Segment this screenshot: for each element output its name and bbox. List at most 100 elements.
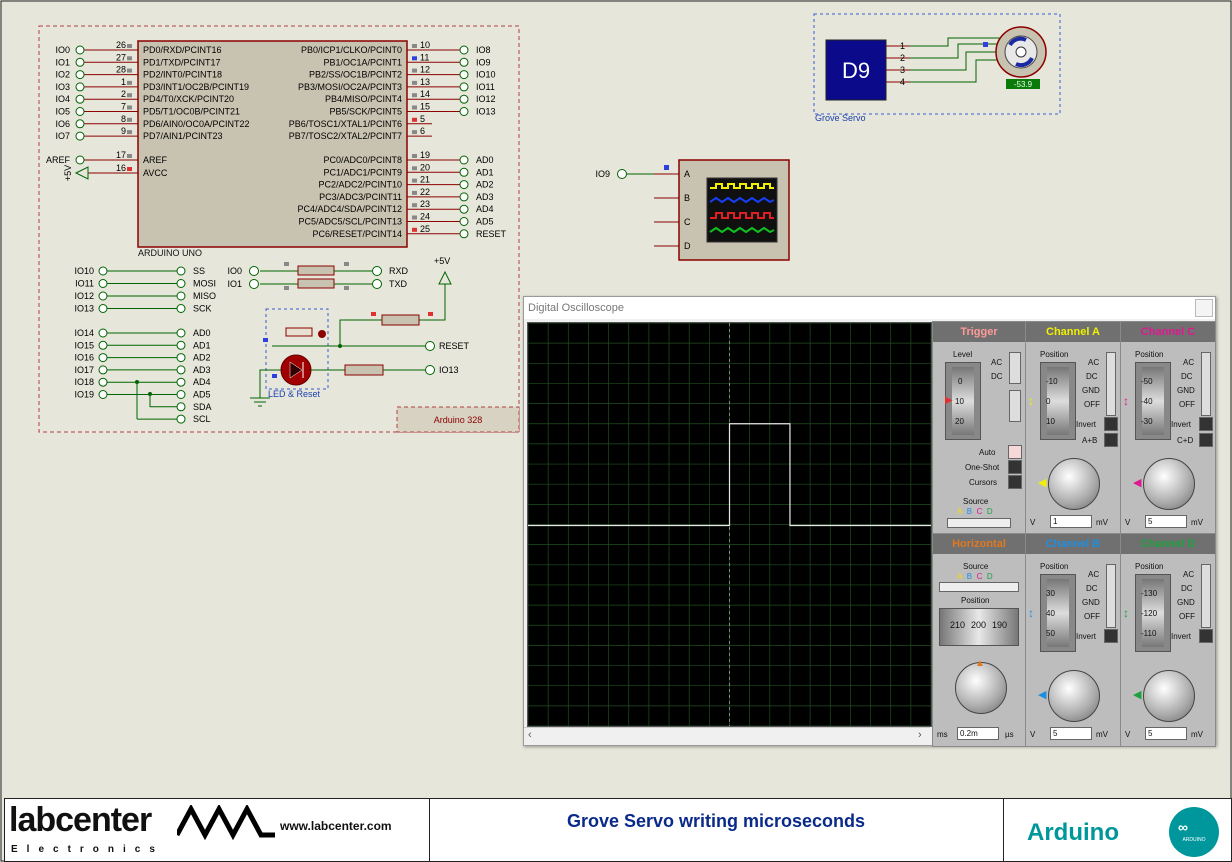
net-terminal[interactable] <box>176 340 186 350</box>
net-terminal[interactable] <box>98 291 108 301</box>
scroll-left-icon[interactable]: ‹ <box>528 729 532 741</box>
pin-terminal[interactable] <box>459 204 469 214</box>
volts-per-div-knob[interactable] <box>1048 458 1100 510</box>
trigger-coupling-switch[interactable] <box>1009 352 1021 384</box>
servo-pin-2: 2 <box>900 53 905 63</box>
pin-terminal[interactable] <box>459 229 469 239</box>
net-terminal[interactable] <box>98 340 108 350</box>
pin-terminal[interactable] <box>75 45 85 55</box>
pin-terminal[interactable] <box>75 131 85 141</box>
net-terminal[interactable] <box>176 279 186 288</box>
oscilloscope-title: Digital Oscilloscope <box>528 302 624 314</box>
invert-button[interactable] <box>1104 629 1118 643</box>
led-reset-circuit[interactable] <box>250 270 452 407</box>
pin-terminal[interactable] <box>75 155 85 165</box>
pin-terminal[interactable] <box>459 167 469 177</box>
net-terminal[interactable] <box>98 266 108 276</box>
mcu-body[interactable] <box>137 40 408 248</box>
net-terminal[interactable] <box>98 365 108 375</box>
trigger-source-slider[interactable] <box>947 518 1011 528</box>
pin-terminal[interactable] <box>459 57 469 67</box>
auto-button[interactable] <box>1008 445 1022 459</box>
one-shot-button[interactable] <box>1008 460 1022 474</box>
net-terminal[interactable] <box>98 390 108 399</box>
horizontal-position-dial[interactable]: 210 200 190 <box>939 608 1019 646</box>
invert-button[interactable] <box>1104 417 1118 431</box>
volts-per-div-knob[interactable] <box>1048 670 1100 722</box>
invert-button[interactable] <box>1199 629 1213 643</box>
volts-per-div-field[interactable]: 5 <box>1050 727 1092 740</box>
knob-marker-icon: ◀ <box>1133 689 1142 701</box>
timebase-knob[interactable] <box>955 662 1007 714</box>
coupling-switch[interactable] <box>1106 352 1116 416</box>
volts-per-div-field[interactable]: 5 <box>1145 727 1187 740</box>
pin-terminal[interactable] <box>459 82 469 92</box>
net-terminal[interactable] <box>98 377 108 387</box>
coupling-switch[interactable] <box>1201 564 1211 628</box>
pin-terminal[interactable] <box>75 119 85 129</box>
pin-name: PB7/TOSC2/XTAL2/PCINT7 <box>289 131 402 141</box>
volts-per-div-field[interactable]: 5 <box>1145 515 1187 528</box>
pin-terminal[interactable] <box>459 217 469 226</box>
volts-per-div-field[interactable]: 1 <box>1050 515 1092 528</box>
channel-a-position-dial[interactable]: -10 0 10 <box>1040 362 1076 440</box>
volts-per-div-knob[interactable] <box>1143 458 1195 510</box>
pin-terminal[interactable] <box>459 180 469 190</box>
net-terminal[interactable] <box>176 304 186 313</box>
pin-terminal[interactable] <box>459 107 469 116</box>
pin-name: PC2/ADC2/PCINT10 <box>318 180 402 190</box>
scroll-right-icon[interactable]: › <box>918 729 922 741</box>
net-terminal[interactable] <box>98 353 108 363</box>
pin-terminal[interactable] <box>75 107 85 116</box>
pin-number: 8 <box>121 114 126 124</box>
net-terminal[interactable] <box>176 291 186 301</box>
net-terminal[interactable] <box>176 353 186 363</box>
uart-resistors[interactable] <box>249 262 382 290</box>
net-terminal[interactable] <box>176 266 186 276</box>
oscilloscope-symbol[interactable] <box>617 159 790 261</box>
horizontal-scrollbar[interactable]: ‹ › <box>524 727 930 744</box>
cursors-button[interactable] <box>1008 475 1022 489</box>
coupling-switch[interactable] <box>1201 352 1211 416</box>
combine-button[interactable] <box>1199 433 1213 447</box>
trigger-edge-switch[interactable] <box>1009 390 1021 422</box>
invert-button[interactable] <box>1199 417 1213 431</box>
pin-terminal[interactable] <box>75 94 85 104</box>
oscilloscope-window[interactable]: Digital Oscilloscope ‹ › Trigger Level 0… <box>523 296 1216 747</box>
net-terminal[interactable] <box>176 365 186 375</box>
close-button[interactable] <box>1195 299 1213 317</box>
net-terminal[interactable] <box>176 402 186 412</box>
pin-terminal[interactable] <box>75 57 85 67</box>
net-terminal[interactable] <box>176 328 186 338</box>
coupling-switch[interactable] <box>1106 564 1116 628</box>
net-terminal[interactable] <box>176 414 186 424</box>
channel-c-position-dial[interactable]: -50 -40 -30 <box>1135 362 1171 440</box>
net-terminal[interactable] <box>176 390 186 399</box>
pin-terminal[interactable] <box>459 94 469 104</box>
channel-b-position-dial[interactable]: 30 40 50 <box>1040 574 1076 652</box>
pin-name: PB0/ICP1/CLKO/PCINT0 <box>301 45 402 55</box>
timebase-value-field[interactable]: 0.2m <box>957 727 999 740</box>
oscilloscope-titlebar[interactable]: Digital Oscilloscope <box>524 297 1215 319</box>
pin-terminal[interactable] <box>75 70 85 80</box>
pin-terminal[interactable] <box>459 70 469 80</box>
net-terminal[interactable] <box>176 377 186 387</box>
pin-terminal[interactable] <box>459 155 469 165</box>
net-terminal[interactable] <box>98 328 108 338</box>
pin-name: PC6/RESET/PCINT14 <box>312 229 402 239</box>
pin-name: PD4/T0/XCK/PCINT20 <box>143 94 234 104</box>
pin-terminal[interactable] <box>459 192 469 202</box>
grove-servo[interactable] <box>813 13 1061 115</box>
horizontal-source-slider[interactable] <box>939 582 1019 592</box>
combine-button[interactable] <box>1104 433 1118 447</box>
net-label: AD5 <box>193 390 211 400</box>
pin-terminal[interactable] <box>459 45 469 55</box>
channel-d-position-dial[interactable]: -130 -120 -110 <box>1135 574 1171 652</box>
net-terminal[interactable] <box>98 304 108 313</box>
trigger-level-dial[interactable]: 0 10 20 ▶ <box>945 362 981 440</box>
net-terminal[interactable] <box>98 279 108 288</box>
pin-terminal[interactable] <box>75 82 85 92</box>
net-label: AD2 <box>193 353 211 363</box>
volts-per-div-knob[interactable] <box>1143 670 1195 722</box>
